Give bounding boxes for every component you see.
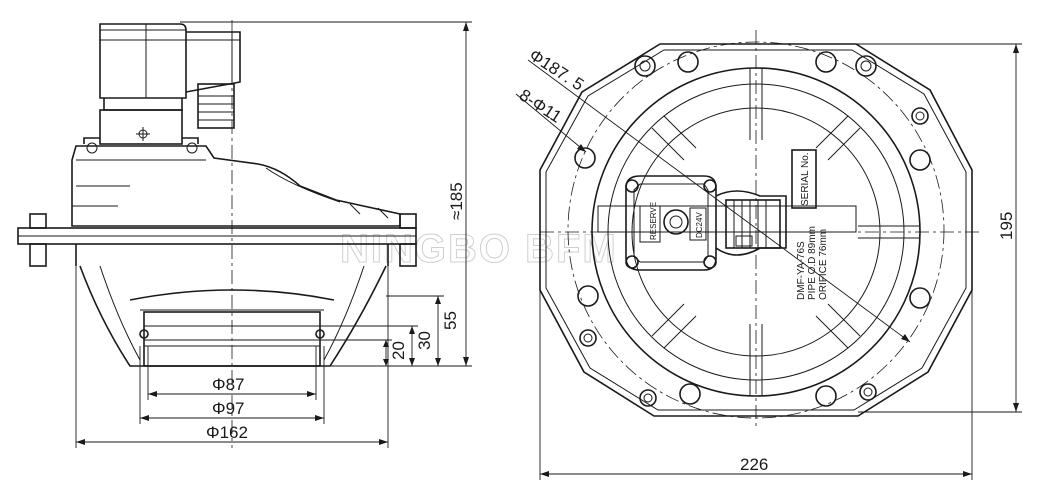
body-ring-outer	[591, 67, 921, 397]
dim-body-162: Φ162	[75, 266, 389, 448]
watermark: NINGBO BFM	[340, 227, 618, 271]
dim-outlet-height: 55	[386, 295, 460, 366]
serial-plate-label: SERIAL No.	[800, 152, 811, 206]
dim-bore-87: Φ87	[147, 346, 317, 400]
center-web	[597, 205, 857, 233]
model-label-line3: ORIFICE 76mm	[818, 229, 829, 300]
dim-label-height-approx: ≈185	[447, 182, 466, 220]
valve-cover	[71, 145, 401, 227]
bolt-circle	[567, 41, 945, 419]
dim-bore-97: Φ97	[139, 346, 325, 424]
outlet-spigot	[139, 311, 325, 367]
dim-label-holes: 8-Φ11	[516, 85, 565, 126]
model-label-line1: DMF-YA-76S	[796, 241, 807, 300]
dim-label-groove-lower: 20	[389, 341, 408, 360]
dim-groove-lower: 20	[320, 339, 408, 366]
bolt-holes	[574, 51, 931, 407]
dim-bolt-circle: Φ187. 5	[526, 45, 911, 343]
model-label: DMF-YA-76S PIPE O.D 89mm ORIFICE 76mm	[796, 226, 829, 300]
dim-label-overall-width: 226	[740, 455, 768, 474]
dim-label-outlet-height: 55	[441, 311, 460, 330]
dim-label-bolt-circle: Φ187. 5	[526, 45, 587, 94]
dim-groove-upper: 30	[320, 325, 434, 366]
dim-label-overall-height: 195	[997, 212, 1016, 240]
connector	[715, 190, 787, 256]
dim-label-body-162: Φ162	[206, 423, 248, 442]
solenoid-coil	[99, 23, 241, 129]
dim-label-groove-upper: 30	[415, 331, 434, 350]
serial-plate	[791, 149, 817, 209]
outer-flange	[539, 43, 973, 417]
dim-overall-height: 195	[856, 43, 1022, 413]
coil-label: DC24V	[695, 212, 704, 238]
main-flange	[17, 213, 417, 267]
dim-overall-width: 226	[539, 290, 973, 480]
dim-label-bore-87: Φ87	[212, 375, 244, 394]
model-label-line2: PIPE O.D 89mm	[807, 226, 818, 300]
side-view: ≈185 55 30 20 Φ87	[17, 20, 472, 448]
dim-label-bore-97: Φ97	[212, 399, 244, 418]
pilot-head: RESERVE DC24V	[625, 175, 717, 271]
svg-text:RESERVE: RESERVE	[649, 202, 658, 240]
pilot-block	[83, 109, 199, 154]
radial-ribs	[651, 68, 920, 396]
dim-height-approx: ≈185	[180, 21, 472, 367]
